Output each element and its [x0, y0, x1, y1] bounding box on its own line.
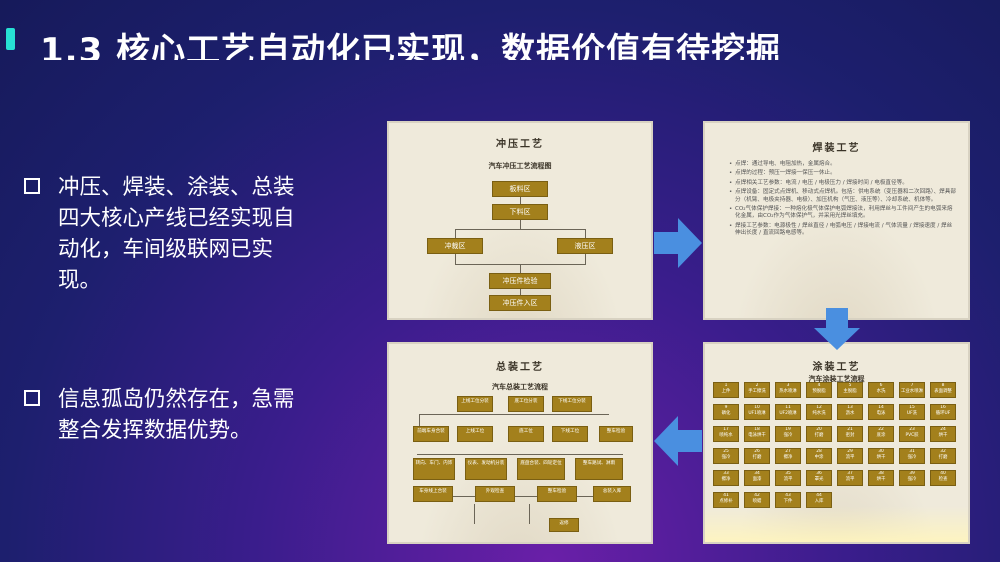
slide-subtitle: 汽车涂装工艺流程 — [808, 374, 865, 383]
list-item: 焊接工艺参数：电源极性 / 焊丝直径 / 电弧电压 / 焊接电流 / 气体流量 … — [729, 223, 957, 238]
slide-thumbnail-painting: 涂装工艺 汽车涂装工艺流程 1 上件 2 手工擦洗 3 热水喷淋 4 预脱脂 5 主脱脂… — [703, 342, 970, 544]
flow-node: 冲裁区 — [427, 238, 483, 254]
process-step-cell: 35 流平 — [775, 470, 801, 486]
list-item: CO₂气体保护焊接：一种熔化极气体保护电弧焊接法，利用焊丝与工件间产生的电弧来熔… — [729, 206, 957, 221]
process-step-cell: 34 面漆 — [744, 470, 770, 486]
flow-node: 液压区 — [557, 238, 613, 254]
process-step-cell: 38 烘干 — [868, 470, 894, 486]
checkbox-bullet-icon — [24, 390, 40, 406]
flow-node: 底工位 — [508, 426, 544, 442]
slide-thumbnail-stamping: 冲压工艺 汽车冲压工艺流程图 板料区 下料区 冲裁区 液压区 冲压件检验 冲压件… — [387, 121, 653, 320]
process-step-cell: 27 擦净 — [775, 448, 801, 464]
process-step-cell: 15 UF洗 — [899, 404, 925, 420]
checkbox-bullet-icon — [24, 178, 40, 194]
flow-node: 整车路试、淋雨 — [575, 458, 623, 480]
process-step-cell: 23 PVC胶 — [899, 426, 925, 442]
flow-node: 仪表、发动机分装 — [465, 458, 507, 480]
process-step-cell: 31 强冷 — [899, 448, 925, 464]
arrow-right-icon — [654, 218, 702, 268]
process-step-cell: 37 流平 — [837, 470, 863, 486]
flow-node: 冲压件入区 — [489, 295, 551, 311]
process-step-cell: 19 强冷 — [775, 426, 801, 442]
flow-node: 整车检验 — [537, 486, 577, 502]
process-step-cell: 11 UF2喷淋 — [775, 404, 801, 420]
flow-node: 冲压件检验 — [489, 273, 551, 289]
process-step-cell: 2 手工擦洗 — [744, 382, 770, 398]
process-step-cell: 13 沥水 — [837, 404, 863, 420]
process-step-cell: 28 中涂 — [806, 448, 832, 464]
flow-node: 上线工位 — [457, 426, 493, 442]
process-step-cell: 29 流平 — [837, 448, 863, 464]
slide-thumbnail-assembly: 总装工艺 汽车总装工艺流程 上线工位分装 底工位分装 下线工位分装 前端车身合装… — [387, 342, 653, 544]
flow-node: 板料区 — [492, 181, 548, 197]
process-step-cell: 6 水洗 — [868, 382, 894, 398]
flow-node: 车身线上合装 — [413, 486, 453, 502]
bullet-point-data-silo: 信息孤岛仍然存在，急需整合发挥数据优势。 — [24, 384, 314, 446]
process-step-cell: 40 检查 — [930, 470, 956, 486]
process-step-cell: 33 擦净 — [713, 470, 739, 486]
process-step-cell: 7 工业水喷淋 — [899, 382, 925, 398]
page-title: 1.3 核心工艺自动化已实现，数据价值有待挖掘 — [40, 31, 782, 60]
slide-heading: 总装工艺 — [496, 362, 544, 373]
process-step-cell: 26 打磨 — [744, 448, 770, 464]
list-item: 点焊设备：固定式点焊机、移动式点焊机。包括：供电系统（变压器和二次回路）、焊具部… — [729, 189, 957, 204]
slide-heading: 涂装工艺 — [812, 362, 861, 373]
list-item: 点焊相关工艺参数：电流 / 电压 / 电极压力 / 焊接时间 / 电极直径等。 — [729, 180, 957, 188]
process-step-cell: 22 底涂 — [868, 426, 894, 442]
slide-subtitle: 汽车冲压工艺流程图 — [488, 161, 552, 170]
flow-node: 外观检查 — [475, 486, 515, 502]
process-step-cell: 12 纯水洗 — [806, 404, 832, 420]
flow-node: 转向、车门、内饰 — [413, 458, 455, 480]
welding-text-list: 点焊：通过导电、电阻加热，金属熔合。 点焊的过程：预压一焊接一保压一休止。 点焊… — [729, 161, 957, 240]
slide-heading: 焊装工艺 — [812, 143, 861, 154]
process-step-cell: 24 烘干 — [930, 426, 956, 442]
flow-node: 下料区 — [492, 204, 548, 220]
process-step-cell: 8 表面调整 — [930, 382, 956, 398]
process-step-cell: 3 热水喷淋 — [775, 382, 801, 398]
flow-node: 底盘合装、四轮定位 — [517, 458, 565, 480]
flow-node: 下线工位 — [552, 426, 588, 442]
slide-subtitle: 汽车总装工艺流程 — [492, 382, 548, 391]
arrow-left-icon — [654, 416, 702, 466]
process-step-cell: 5 主脱脂 — [837, 382, 863, 398]
flow-node: 底工位分装 — [508, 396, 544, 412]
process-step-cell: 17 喷纯水 — [713, 426, 739, 442]
flow-node: 返修 — [549, 518, 579, 532]
process-step-cell: 36 罩光 — [806, 470, 832, 486]
glow-decoration — [705, 506, 968, 542]
flow-node: 下线工位分装 — [552, 396, 592, 412]
process-step-cell: 20 打磨 — [806, 426, 832, 442]
flow-node: 前端车身合装 — [413, 426, 449, 442]
process-step-cell: 25 强冷 — [713, 448, 739, 464]
process-step-cell: 32 打磨 — [930, 448, 956, 464]
flow-node: 上线工位分装 — [457, 396, 493, 412]
process-step-cell: 39 强冷 — [899, 470, 925, 486]
process-step-cell: 10 UF1喷淋 — [744, 404, 770, 420]
slide-heading: 冲压工艺 — [496, 139, 544, 150]
process-step-cell: 16 循环UF — [930, 404, 956, 420]
list-item: 点焊：通过导电、电阻加热，金属熔合。 — [729, 161, 957, 169]
bullet-text: 冲压、焊装、涂装、总装四大核心产线已经实现自动化，车间级联网已实现。 — [58, 175, 295, 293]
process-step-cell: 1 上件 — [713, 382, 739, 398]
title-accent-bar — [6, 28, 15, 50]
process-step-cell: 4 预脱脂 — [806, 382, 832, 398]
bullet-text: 信息孤岛仍然存在，急需整合发挥数据优势。 — [58, 387, 295, 443]
process-step-cell: 9 磷化 — [713, 404, 739, 420]
process-step-cell: 30 烘干 — [868, 448, 894, 464]
process-step-cell: 21 密封 — [837, 426, 863, 442]
list-item: 点焊的过程：预压一焊接一保压一休止。 — [729, 170, 957, 178]
slide-thumbnail-welding: 焊装工艺 点焊：通过导电、电阻加热，金属熔合。 点焊的过程：预压一焊接一保压一休… — [703, 121, 970, 320]
process-step-cell: 18 电泳烘干 — [744, 426, 770, 442]
flow-node: 整车检验 — [599, 426, 633, 442]
process-step-cell: 14 电泳 — [868, 404, 894, 420]
bullet-point-automation: 冲压、焊装、涂装、总装四大核心产线已经实现自动化，车间级联网已实现。 — [24, 172, 314, 296]
flow-node: 总装入库 — [593, 486, 631, 502]
process-step-cell: 44 入库 — [806, 492, 832, 508]
arrow-down-icon — [814, 308, 860, 350]
